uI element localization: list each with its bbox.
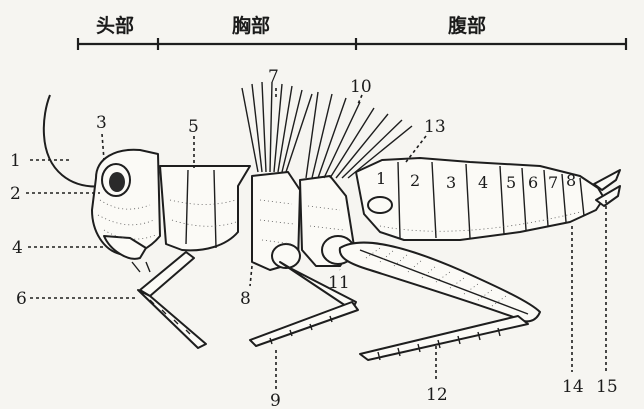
callout-number: 14 bbox=[562, 377, 584, 397]
region-bracket bbox=[78, 38, 626, 50]
callout-number: 10 bbox=[350, 77, 372, 97]
callout-number: 1 bbox=[10, 151, 21, 171]
callout-number: 11 bbox=[328, 273, 350, 293]
callout-number: 8 bbox=[240, 289, 251, 309]
callout-number: 9 bbox=[270, 391, 281, 409]
forewing-veins bbox=[242, 82, 312, 172]
region-label-head: 头部 bbox=[96, 14, 134, 37]
callout-number: 4 bbox=[12, 238, 23, 258]
head bbox=[92, 150, 160, 272]
segment-number: 1 bbox=[376, 169, 386, 188]
segment-number: 5 bbox=[506, 173, 516, 192]
callout-number: 3 bbox=[96, 113, 107, 133]
ovipositor bbox=[594, 170, 620, 206]
thorax-segments bbox=[252, 172, 354, 270]
region-label-thorax: 胸部 bbox=[232, 14, 270, 37]
segment-number: 7 bbox=[548, 173, 558, 192]
segment-number: 8 bbox=[566, 171, 576, 190]
segment-number: 6 bbox=[528, 173, 538, 192]
segment-number: 3 bbox=[446, 173, 456, 192]
region-label-abdomen: 腹部 bbox=[447, 14, 486, 37]
segment-number: 4 bbox=[478, 173, 488, 192]
callout-number: 12 bbox=[426, 385, 448, 405]
callout-number: 6 bbox=[16, 289, 27, 309]
callout-number: 2 bbox=[10, 184, 21, 204]
pronotum bbox=[160, 166, 250, 250]
callout-number: 5 bbox=[188, 117, 199, 137]
segment-number: 2 bbox=[410, 171, 420, 190]
callout-number: 13 bbox=[424, 117, 446, 137]
callout-number: 15 bbox=[596, 377, 618, 397]
callout-number: 7 bbox=[268, 67, 279, 87]
hindleg bbox=[340, 243, 540, 360]
